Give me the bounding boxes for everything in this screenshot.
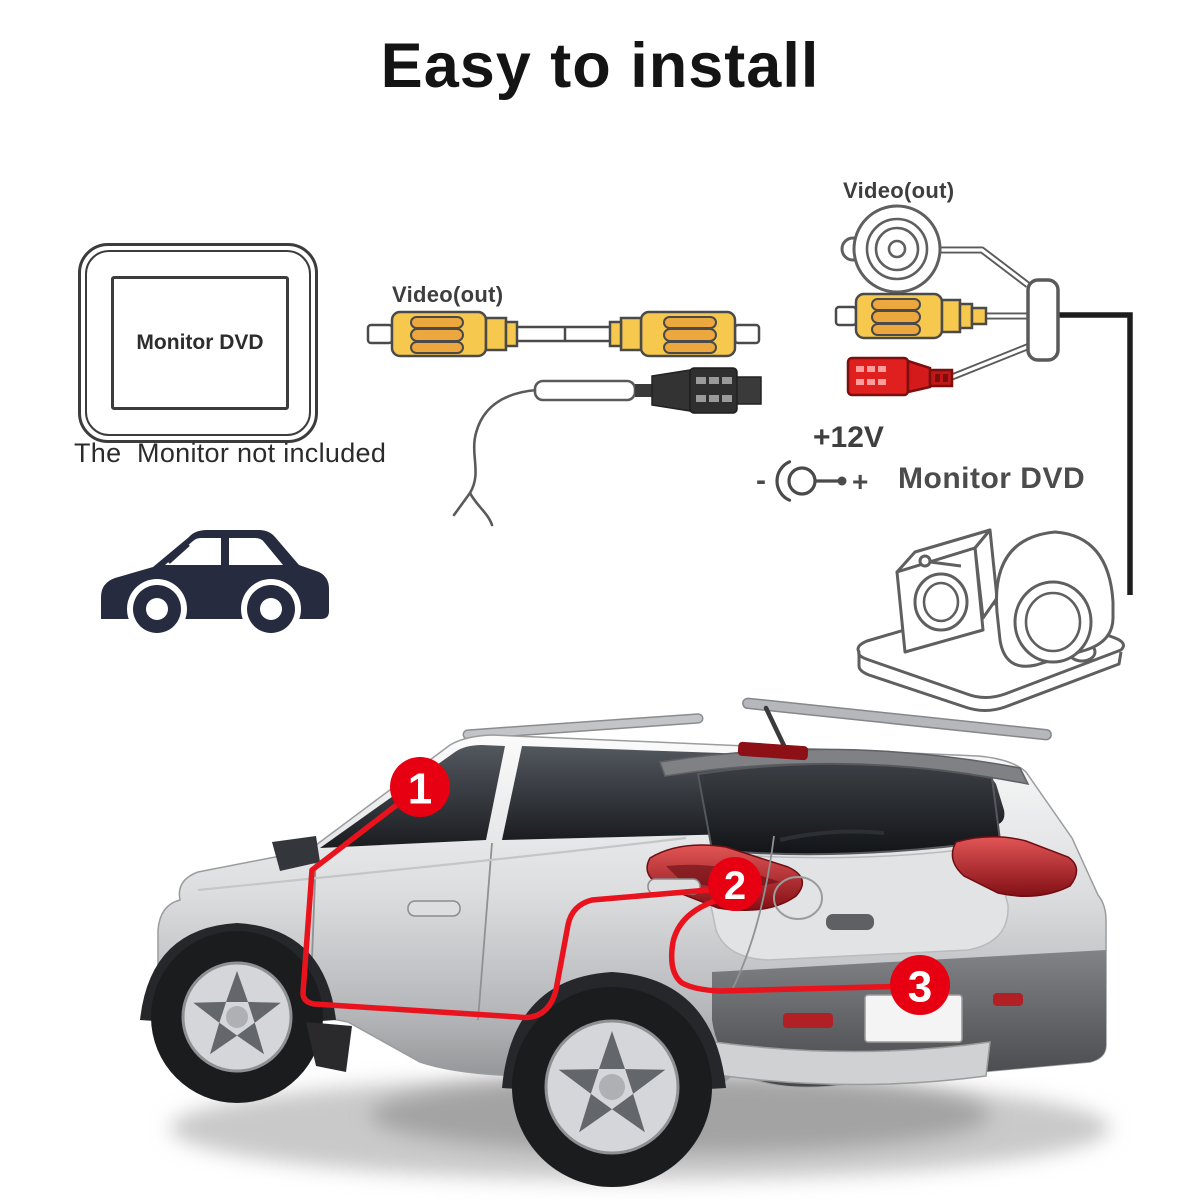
pigtail-branch-2	[468, 491, 494, 527]
usb-tip	[736, 376, 762, 405]
car-icon-wiper	[168, 544, 190, 564]
rear-window	[696, 762, 1002, 856]
route-marker-3: 3	[890, 955, 950, 1015]
page-title: Easy to install	[380, 31, 820, 101]
usb-pigtail-icon	[452, 367, 762, 527]
harness-junction-box	[1026, 278, 1060, 362]
car-icon-front-wheel	[127, 579, 187, 635]
wire-video-jack	[940, 246, 1031, 288]
rca-plug-left-icon	[366, 310, 519, 358]
bumper-guard	[698, 1039, 991, 1086]
camera-main-cable	[1058, 312, 1133, 595]
route-marker-2: 2	[708, 857, 762, 911]
cable-route-bumper	[668, 897, 918, 994]
route-marker-3-number: 3	[908, 963, 932, 1012]
camera-video-out-label: Video(out)	[843, 178, 955, 203]
rear-wiper	[779, 829, 885, 842]
camera-harness-icon	[834, 204, 1133, 595]
power-connector-icon	[846, 356, 954, 397]
rca-extension-cable-icon	[366, 310, 761, 358]
usb-plug-icon	[689, 367, 738, 414]
rear-camera-icon	[856, 528, 1125, 712]
power-voltage-label: +12V	[813, 421, 884, 454]
monitor-frame: Monitor DVD	[85, 250, 311, 436]
car-icon-rear-window	[229, 538, 283, 565]
front-door-handle	[407, 900, 461, 917]
camera-barrel	[994, 530, 1115, 668]
usb-cone	[651, 369, 691, 412]
car-icon-rear-wheel	[241, 579, 301, 635]
route-marker-1: 1	[390, 757, 450, 817]
monitor-not-included-note: The Monitor not included	[74, 438, 387, 468]
polarity-minus: -	[756, 464, 766, 497]
monitor-screen-label: Monitor DVD	[136, 331, 264, 354]
tailgate-handle	[826, 914, 874, 930]
bumper-reflector-right	[993, 993, 1023, 1006]
power-plug-icon: - +	[756, 460, 868, 502]
plug-arc	[775, 460, 792, 502]
rca-jack-icon	[840, 204, 942, 294]
pigtail-tube	[533, 379, 637, 402]
monitor-screen: Monitor DVD	[111, 276, 289, 410]
camera-base-edge	[857, 651, 1123, 712]
route-marker-2-number: 2	[724, 864, 746, 908]
rca-plug-right-icon	[608, 310, 761, 358]
route-marker-1-number: 1	[408, 765, 432, 814]
front-wheel	[140, 923, 352, 1103]
rca-plug-yellow-icon	[834, 292, 988, 340]
polarity-plus: +	[852, 466, 868, 497]
roof-rail-left	[462, 713, 704, 740]
usb-plug-grid	[696, 377, 732, 402]
fuel-cap	[773, 876, 823, 920]
monitor-dvd-output-label: Monitor DVD	[898, 462, 1086, 495]
plug-pin-dot	[837, 476, 847, 486]
pigtail-cable	[468, 388, 539, 495]
usb-neck	[635, 384, 652, 397]
roof-rail-right	[742, 697, 1052, 741]
side-mirror	[272, 836, 320, 871]
monitor-dvd-icon: Monitor DVD	[78, 243, 318, 443]
pigtail-branch-1	[452, 491, 472, 517]
extension-cable-label: Video(out)	[392, 282, 504, 307]
tail-light-right	[951, 836, 1078, 897]
car-routing-illustration: 1 2 3	[140, 697, 1110, 1187]
rear-wheel	[502, 972, 726, 1187]
bumper-reflector-left	[783, 1013, 833, 1028]
car-icon	[101, 530, 329, 635]
car-icon-front-window	[165, 538, 221, 565]
plug-ring	[787, 466, 817, 496]
third-brake-light	[737, 741, 809, 761]
cable-route-door-loop	[300, 784, 723, 1021]
front-mudflap	[306, 1022, 352, 1072]
